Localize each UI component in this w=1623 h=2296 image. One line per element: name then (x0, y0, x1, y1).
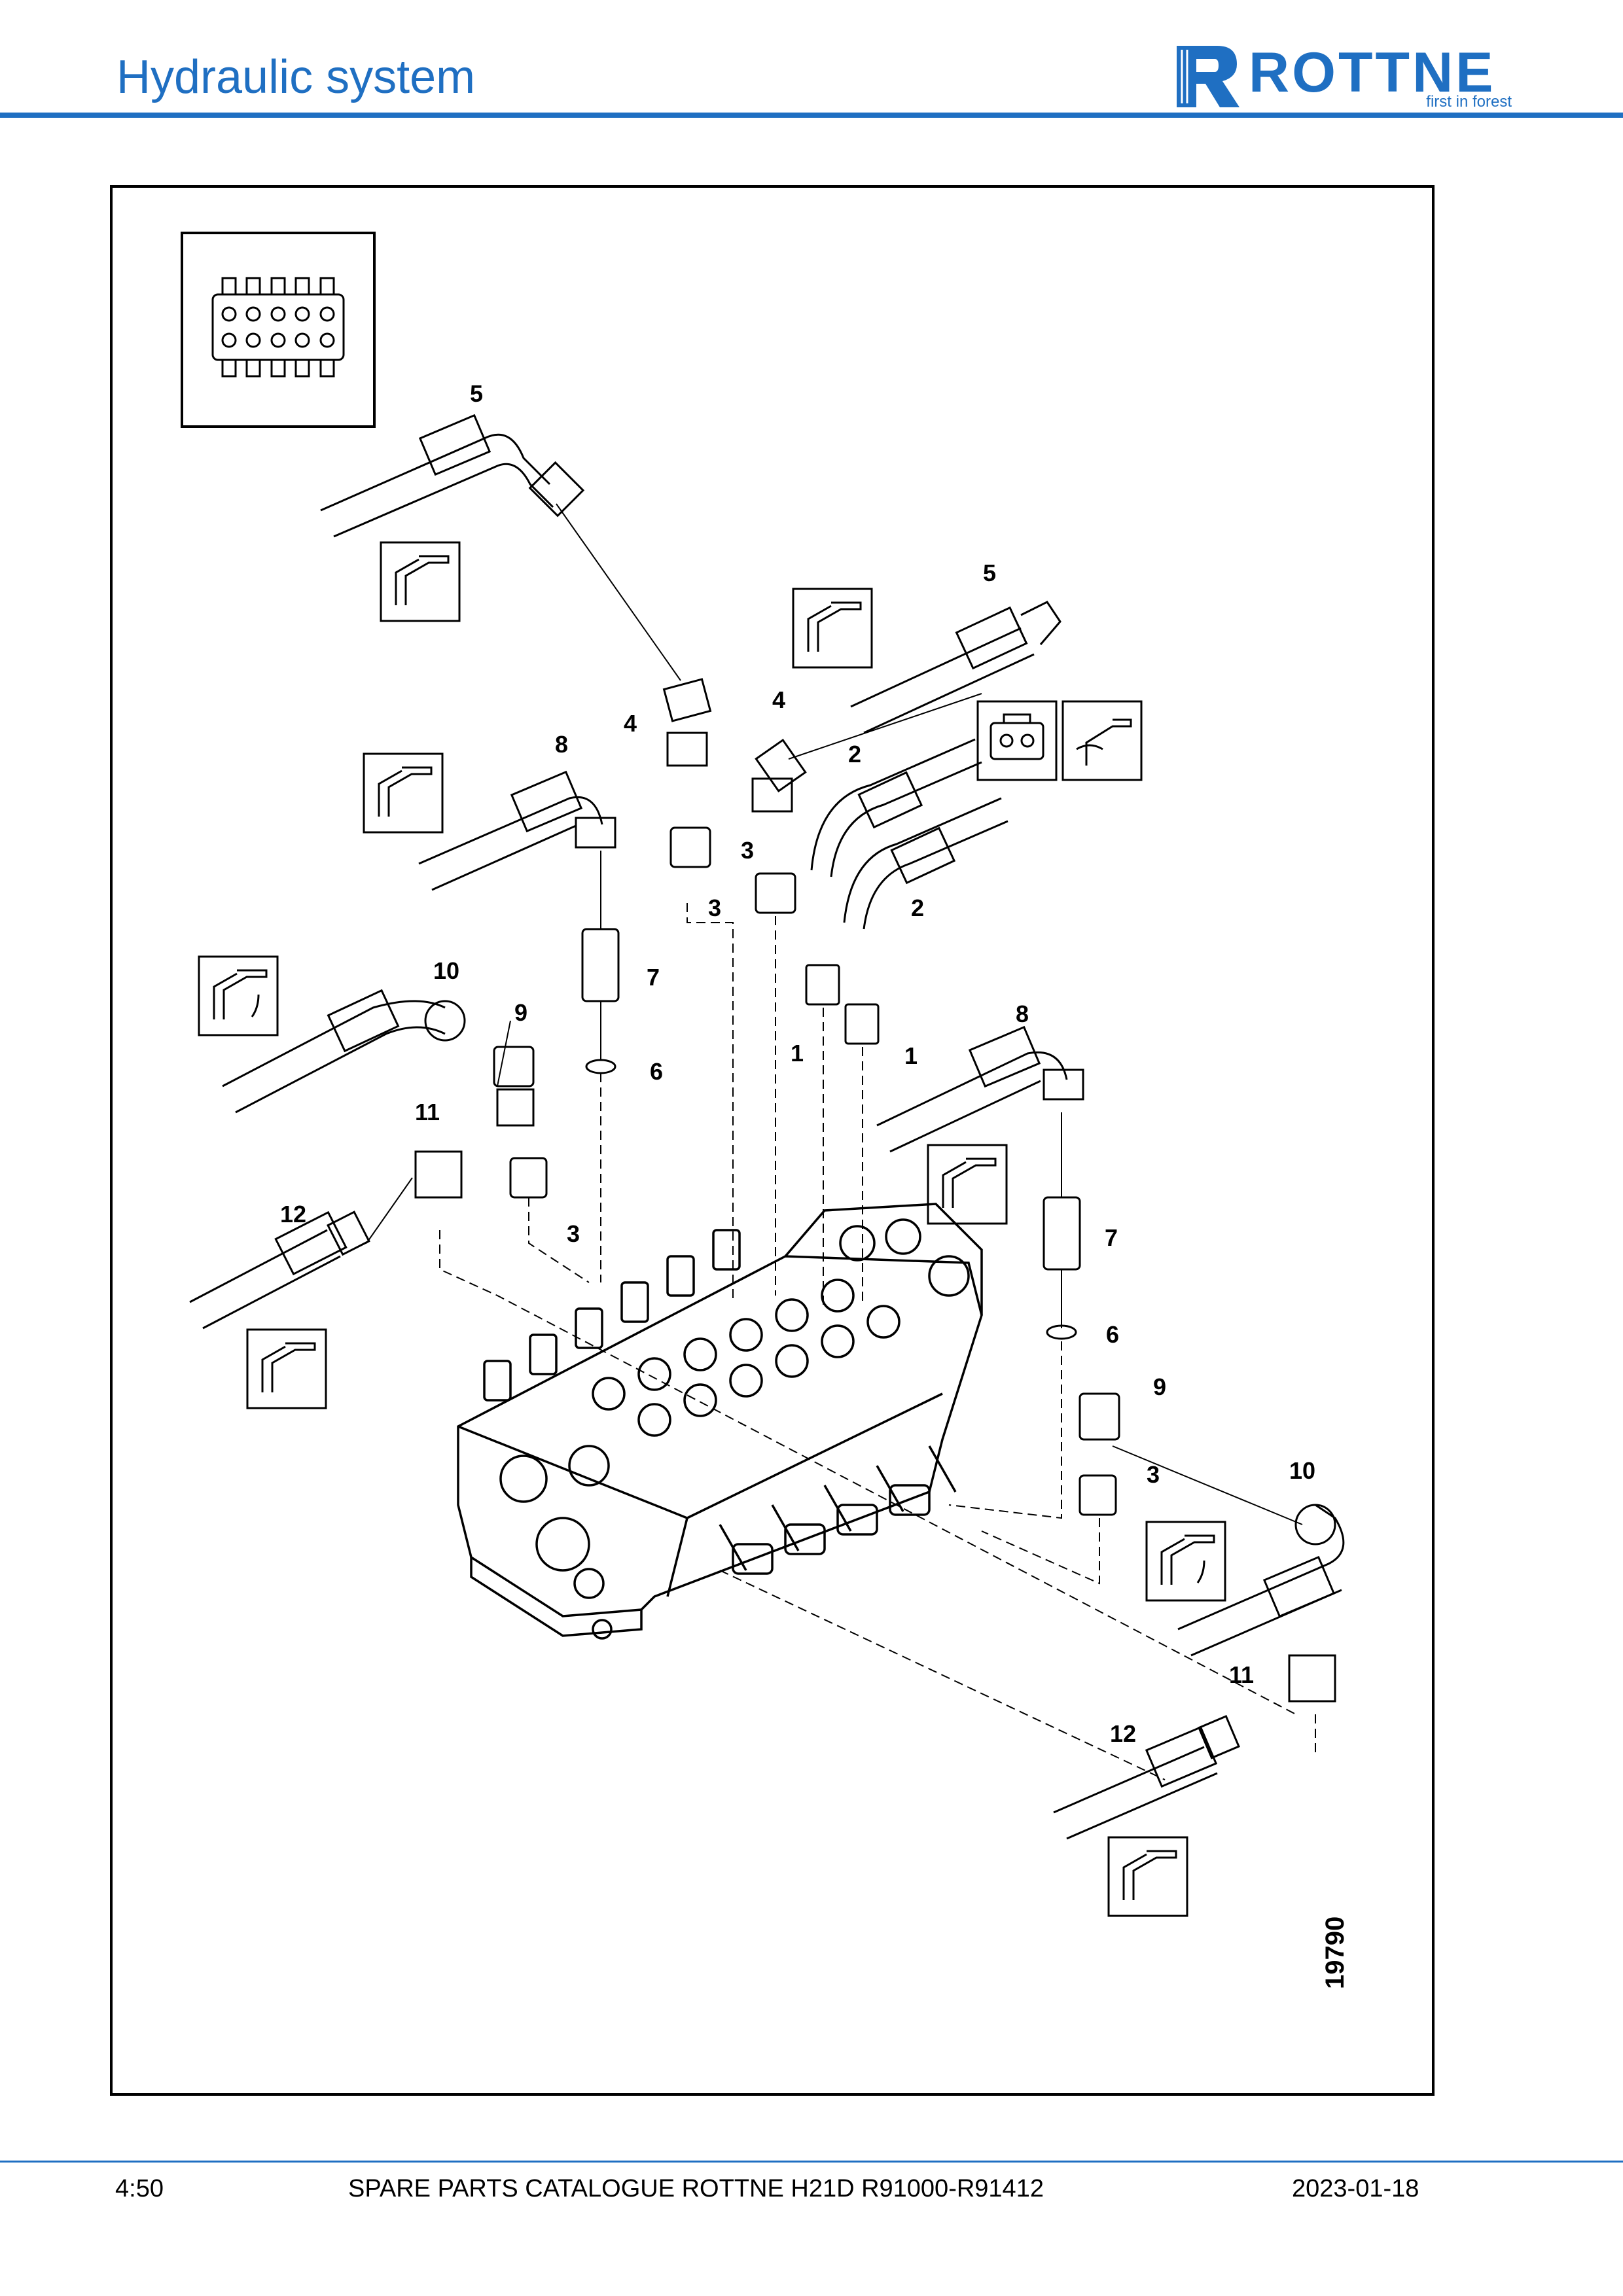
callout-6: 6 (650, 1058, 663, 1085)
hose-2-pair (810, 738, 1008, 930)
brand-logo: ROTTNE first in forest (1171, 39, 1512, 111)
hose-5-right (850, 601, 1061, 734)
drawing-frame (110, 185, 1435, 2096)
callout-labels: 5 5 4 4 8 2 2 3 3 10 7 8 9 1 1 6 11 12 3… (280, 380, 1315, 1747)
callout-1: 1 (904, 1042, 918, 1069)
hose-12-right (1053, 1715, 1240, 1840)
boom-function-icon (198, 541, 1226, 1917)
hose-8-left (418, 770, 616, 891)
callout-2: 2 (848, 741, 861, 768)
callout-11: 11 (1229, 1661, 1254, 1688)
figure-reference-number: 19790 (1321, 1916, 1349, 1989)
callout-10: 10 (433, 957, 459, 984)
hose-5-upper (320, 414, 585, 538)
callout-7: 7 (647, 964, 660, 991)
electrical-connector-icon (976, 700, 1058, 781)
callout-6: 6 (1106, 1321, 1119, 1348)
callout-4: 4 (772, 686, 785, 713)
header-rule (0, 113, 1623, 118)
footer-rule (0, 2161, 1623, 2163)
callout-9: 9 (1153, 1373, 1166, 1400)
callout-3: 3 (741, 837, 754, 864)
control-valve-block (457, 1203, 983, 1640)
hose-8-right (876, 1025, 1084, 1153)
callout-2: 2 (911, 894, 924, 921)
brand-tagline: first in forest (1426, 93, 1512, 111)
swing-function-icon (1061, 700, 1143, 781)
catalogue-title: SPARE PARTS CATALOGUE ROTTNE H21D R91000… (348, 2175, 1044, 2202)
callout-3: 3 (1147, 1461, 1160, 1488)
catalogue-date: 2023-01-18 (1292, 2175, 1419, 2202)
leader-lines (366, 503, 1316, 1780)
callout-5: 5 (983, 559, 996, 586)
callout-4: 4 (624, 710, 637, 737)
logo-mark-icon (1177, 46, 1240, 107)
fittings (414, 678, 1336, 1703)
callout-10: 10 (1289, 1457, 1315, 1484)
callout-8: 8 (555, 731, 568, 758)
page-number: 4:50 (115, 2175, 164, 2202)
callout-1: 1 (791, 1040, 804, 1067)
callout-12: 12 (280, 1201, 306, 1227)
connector-block-icon (181, 232, 376, 428)
hose-10-left (222, 989, 466, 1114)
callout-12: 12 (1110, 1720, 1136, 1747)
hose-12-left (189, 1210, 370, 1330)
page-title: Hydraulic system (116, 51, 476, 103)
hose-10-right (1177, 1504, 1345, 1657)
callout-11: 11 (415, 1099, 440, 1125)
callout-3: 3 (708, 894, 721, 921)
callout-7: 7 (1105, 1224, 1118, 1251)
brand-name: ROTTNE (1249, 41, 1496, 104)
callout-3: 3 (567, 1220, 580, 1247)
callout-9: 9 (514, 999, 527, 1026)
callout-8: 8 (1016, 1000, 1029, 1027)
callout-5: 5 (470, 380, 483, 407)
